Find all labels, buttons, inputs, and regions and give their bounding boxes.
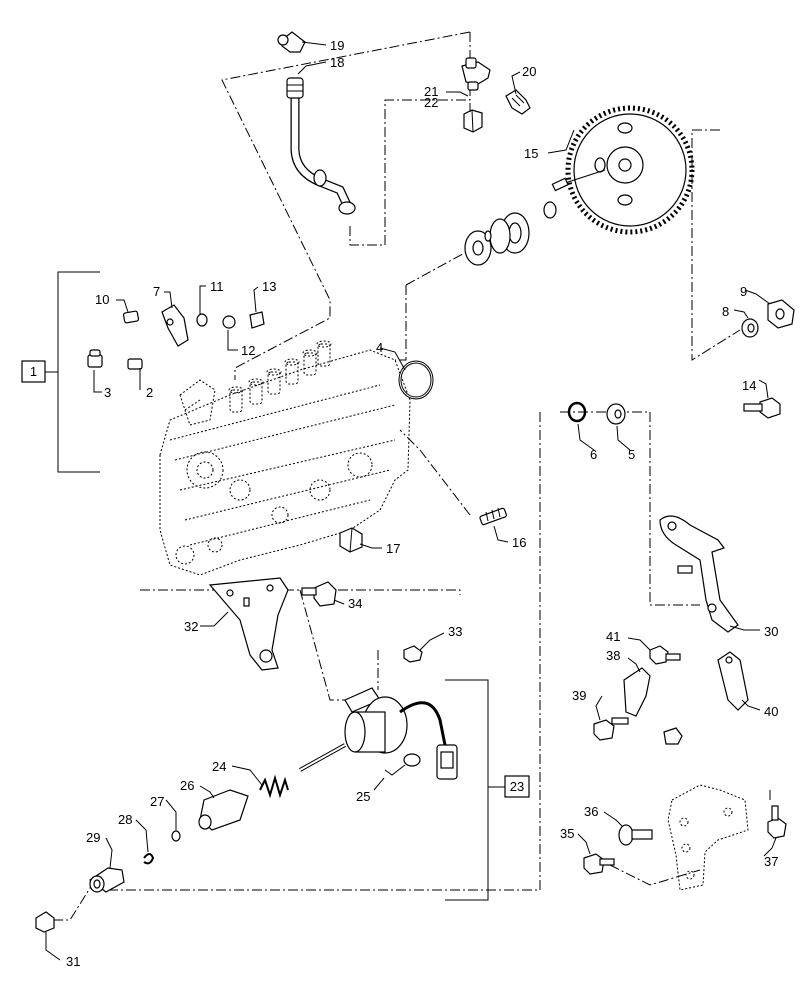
throttle-lever [659, 515, 739, 633]
callout-25: 25 [356, 789, 370, 804]
washer-27 [171, 830, 181, 842]
bolt-14 [743, 397, 781, 419]
callout-14: 14 [742, 378, 756, 393]
callout-labels: 19 18 21 22 20 15 10 7 11 13 12 4 3 2 14… [66, 38, 778, 969]
nut-9 [767, 299, 795, 329]
callout-22: 22 [424, 95, 438, 110]
callout-31: 31 [66, 954, 80, 969]
tee-fitting [461, 57, 491, 91]
callout-28: 28 [118, 812, 132, 827]
callout-17: 17 [386, 541, 400, 556]
callout-11: 11 [210, 279, 224, 294]
callout-33: 33 [448, 624, 462, 639]
callout-9: 9 [740, 284, 747, 299]
callout-19: 19 [330, 38, 344, 53]
callout-7: 7 [153, 284, 160, 299]
o-ring [398, 360, 434, 400]
callout-20: 20 [522, 64, 536, 79]
group-bracket-23: 23 [445, 679, 530, 901]
callout-16: 16 [512, 535, 526, 550]
callout-36: 36 [584, 804, 598, 819]
callout-5: 5 [628, 447, 635, 462]
stud [479, 507, 507, 526]
callout-38: 38 [606, 648, 620, 663]
leader-lines [45, 41, 777, 961]
callout-13: 13 [262, 279, 276, 294]
drive-hub-parts [464, 177, 569, 266]
washer-8 [741, 318, 759, 338]
plunger-link [198, 789, 249, 831]
clip-28 [143, 853, 155, 865]
connector-tie [384, 753, 421, 776]
delivery-valves [228, 340, 332, 413]
bolt-39 [593, 717, 629, 741]
callout-3: 3 [104, 385, 111, 400]
plug [339, 527, 363, 553]
callout-4: 4 [376, 340, 383, 355]
callout-21: 21 [424, 84, 438, 99]
mounting-bracket [208, 577, 289, 671]
screw-lower [663, 727, 683, 745]
callout-10: 10 [95, 292, 109, 307]
callout-35: 35 [560, 826, 574, 841]
bolt-37 [767, 805, 787, 839]
callout-34: 34 [348, 596, 362, 611]
callout-6: 6 [590, 447, 597, 462]
fitting-nut [463, 109, 483, 133]
support-bracket [667, 784, 749, 891]
callout-18: 18 [330, 55, 344, 70]
callout-15: 15 [524, 146, 538, 161]
callout-1: 1 [30, 364, 37, 379]
cam-gear [564, 105, 695, 235]
nut-33 [403, 645, 423, 663]
group-bracket-1: 1 [21, 271, 100, 473]
spacer [606, 403, 626, 425]
callout-2: 2 [146, 385, 153, 400]
o-ring-small [567, 401, 587, 423]
callout-32: 32 [184, 619, 198, 634]
callout-26: 26 [180, 778, 194, 793]
callout-41: 41 [606, 629, 620, 644]
nut-31 [35, 911, 55, 933]
bracket-38 [623, 667, 651, 717]
bolt-41 [649, 645, 681, 665]
callout-40: 40 [764, 704, 778, 719]
shutoff-solenoid [299, 687, 458, 780]
small-parts-kit-1 [87, 304, 265, 370]
callout-29: 29 [86, 830, 100, 845]
fuel-injection-pump [159, 340, 411, 576]
rod-end [88, 867, 125, 893]
spring [259, 774, 289, 799]
bolt-36 [618, 824, 653, 846]
bolt-35 [583, 853, 615, 875]
callout-30: 30 [764, 624, 778, 639]
adapter-fitting [505, 89, 531, 115]
callout-39: 39 [572, 688, 586, 703]
elbow-fitting [277, 31, 306, 53]
bolt-34 [301, 581, 337, 607]
callout-23: 23 [510, 779, 524, 794]
callout-27: 27 [150, 794, 164, 809]
callout-37: 37 [764, 854, 778, 869]
lever-40 [717, 651, 749, 711]
callout-8: 8 [722, 304, 729, 319]
callout-24: 24 [212, 759, 226, 774]
fuel-line [286, 77, 356, 215]
callout-12: 12 [241, 343, 255, 358]
